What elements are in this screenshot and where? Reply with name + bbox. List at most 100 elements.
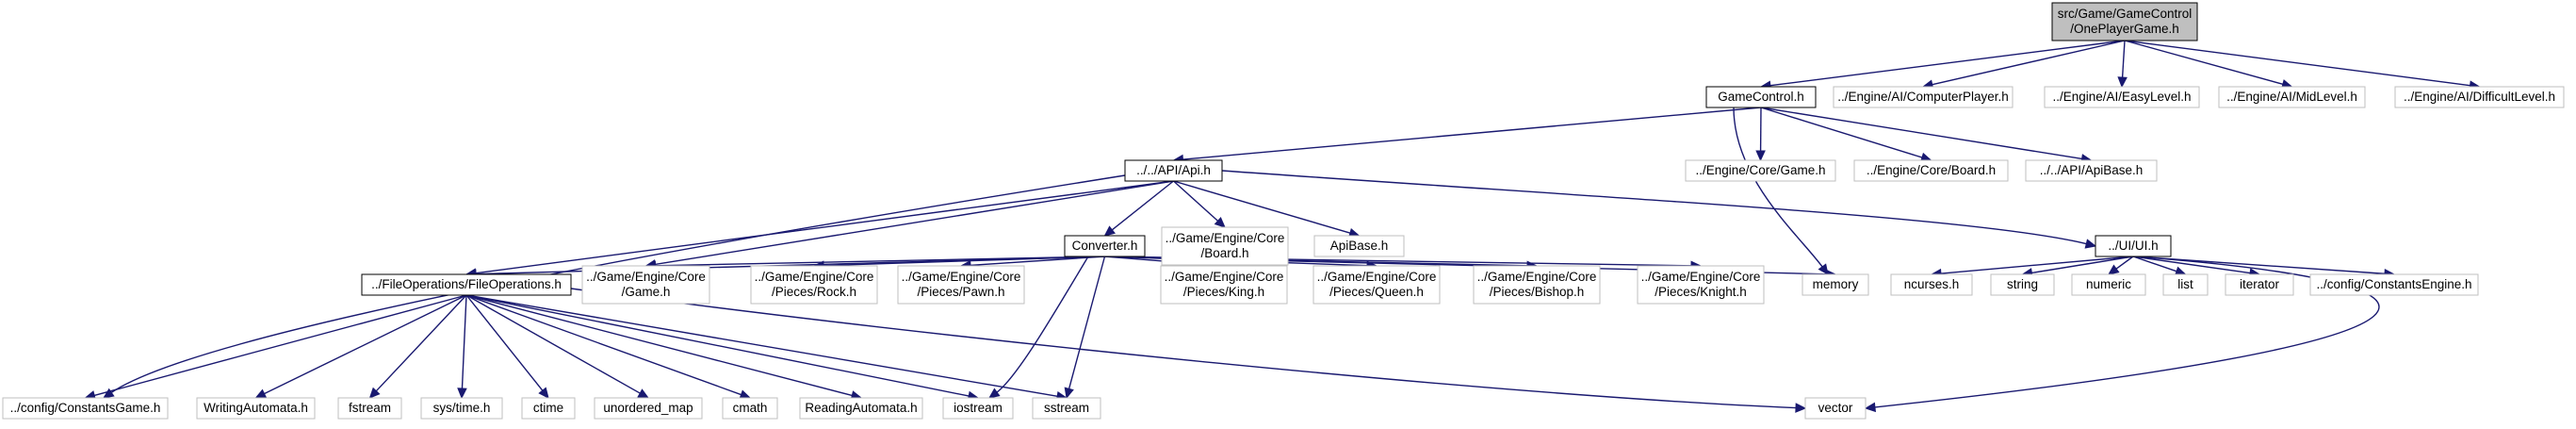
node-difficultlevel-label: ../Engine/AI/DifficultLevel.h — [2404, 90, 2555, 104]
edge-gamecontrol-to-apibaseh1-line — [1760, 107, 2083, 160]
node-cmath-label: cmath — [733, 401, 768, 415]
edge-api-to-gameengineboard-arrowhead — [1214, 217, 1226, 228]
edge-root-to-easylevel-arrowhead — [2117, 76, 2128, 89]
edge-converter-to-rock-line — [822, 256, 1105, 267]
node-apibaseh1-box — [2025, 159, 2158, 182]
node-string-label: string — [2007, 277, 2038, 291]
edge-api-to-gameengineboard-line — [1173, 180, 1219, 223]
node-root: src/Game/GameControl/OnePlayerGame.h — [2051, 2, 2198, 41]
edge-converter-to-pawn-line — [969, 256, 1105, 267]
node-sstream-label: sstream — [1044, 401, 1089, 415]
node-unorderedmap-label: unordered_map — [603, 401, 693, 415]
node-gameenginegame-box — [581, 265, 710, 305]
node-apibaseh1-label: ../../API/ApiBase.h — [2040, 163, 2144, 177]
node-easylevel-label: ../Engine/AI/EasyLevel.h — [2052, 90, 2191, 104]
node-systime: sys/time.h — [420, 397, 503, 420]
node-enginegame-box — [1685, 159, 1836, 182]
node-rock: ../Game/Engine/Core/Pieces/Rock.h — [750, 265, 878, 305]
edge-api-to-uih — [1221, 170, 2097, 249]
edge-root-to-computerplayer-line — [1931, 40, 2126, 86]
node-difficultlevel: ../Engine/AI/DifficultLevel.h — [2394, 86, 2565, 108]
edge-api-to-constantsgame-arrowhead — [102, 388, 115, 399]
node-rock-box — [750, 265, 878, 305]
node-knight-label: ../Game/Engine/Core — [1641, 270, 1761, 284]
node-string-box — [1990, 273, 2055, 296]
edge-gamecontrol-to-enginegame-arrowhead — [1755, 150, 1766, 162]
node-ncurses: ncurses.h — [1890, 273, 1973, 296]
edge-root-to-midlevel-line — [2124, 40, 2285, 86]
node-uih[interactable]: ../UI/UI.h — [2095, 235, 2172, 257]
edge-root-to-difficultlevel-line — [2124, 40, 2471, 87]
node-memory: memory — [1802, 273, 1869, 296]
edge-fileops-to-constantsgame-line — [93, 294, 467, 397]
node-sstream-box — [1032, 397, 1101, 420]
edge-fileops-to-readingautomata-line — [465, 294, 854, 397]
edge-gamecontrol-to-engineboard-line — [1760, 107, 1924, 159]
node-readingautomata: ReadingAutomata.h — [799, 397, 923, 420]
node-easylevel-box — [2044, 86, 2200, 108]
edge-fileops-to-fstream-line — [375, 294, 467, 392]
edge-api-to-gameenginegame-line — [654, 180, 1174, 266]
node-unorderedmap-box — [594, 397, 703, 420]
node-pawn-label: /Pieces/Pawn.h — [917, 285, 1004, 299]
node-cmath: cmath — [722, 397, 778, 420]
node-gamecontrol[interactable]: GameControl.h — [1705, 86, 1817, 108]
node-api-box — [1124, 159, 1223, 182]
node-api-label: ../../API/Api.h — [1136, 163, 1211, 177]
edge-uih-to-string-line — [2030, 256, 2134, 274]
edge-api-to-uih-arrowhead — [2084, 239, 2097, 249]
edge-converter-to-iostream — [988, 256, 1089, 399]
edge-gamecontrol-to-enginegame — [1755, 107, 1766, 162]
node-string: string — [1990, 273, 2055, 296]
edge-fileops-to-vector — [570, 288, 1807, 413]
node-computerplayer-label: ../Engine/AI/ComputerPlayer.h — [1837, 90, 2009, 104]
node-api[interactable]: ../../API/Api.h — [1124, 159, 1223, 182]
edge-fileops-to-sstream — [465, 294, 1068, 402]
node-converter[interactable]: Converter.h — [1064, 235, 1146, 257]
node-fstream: fstream — [337, 397, 402, 420]
node-enginegame-label: ../Engine/Core/Game.h — [1695, 163, 1825, 177]
node-fileops[interactable]: ../FileOperations/FileOperations.h — [361, 273, 572, 296]
node-queen: ../Game/Engine/Core/Pieces/Queen.h — [1312, 265, 1441, 305]
node-iostream-box — [942, 397, 1014, 420]
edge-fileops-to-ctime-line — [465, 294, 544, 392]
edge-gamecontrol-to-memory-line — [1733, 107, 1824, 269]
node-rock-label: ../Game/Engine/Core — [755, 270, 874, 284]
node-fileops-label: ../FileOperations/FileOperations.h — [371, 277, 562, 291]
node-gamecontrol-box — [1705, 86, 1817, 108]
node-bishop-label: /Pieces/Bishop.h — [1490, 285, 1585, 299]
edge-api-to-converter — [1103, 180, 1174, 237]
edge-fileops-to-cmath-line — [465, 294, 742, 396]
edge-fileops-to-sstream-line — [465, 294, 1059, 398]
node-rock-label: /Pieces/Rock.h — [772, 285, 856, 299]
edge-root-to-gamecontrol-line — [1769, 40, 2126, 87]
node-vector: vector — [1804, 397, 1867, 420]
node-gameengineboard-box — [1161, 226, 1289, 266]
node-fstream-box — [337, 397, 402, 420]
node-converter-box — [1064, 235, 1146, 257]
node-root-label: src/Game/GameControl — [2058, 7, 2193, 21]
edge-fileops-to-readingautomata — [465, 294, 863, 401]
edge-api-to-converter-arrowhead — [1103, 225, 1117, 237]
node-writingautomata: WritingAutomata.h — [196, 397, 316, 420]
edge-uih-to-numeric-arrowhead — [2108, 264, 2120, 275]
node-readingautomata-box — [799, 397, 923, 420]
node-engineboard: ../Engine/Core/Board.h — [1853, 159, 2009, 182]
edge-api-to-constantsgame-line — [110, 174, 1126, 394]
node-uih-box — [2095, 235, 2172, 257]
node-constantsengine-label: ../config/ConstantsEngine.h — [2316, 277, 2471, 291]
node-computerplayer: ../Engine/AI/ComputerPlayer.h — [1833, 86, 2014, 108]
node-pawn-label: ../Game/Engine/Core — [902, 270, 1021, 284]
edge-fileops-to-unorderedmap-arrowhead — [637, 388, 650, 399]
node-fileops-box — [361, 273, 572, 296]
node-cmath-box — [722, 397, 778, 420]
edge-uih-to-iterator-line — [2132, 256, 2252, 274]
edge-converter-to-sstream-line — [1068, 256, 1106, 390]
edge-converter-to-sstream — [1064, 256, 1106, 400]
node-ncurses-box — [1890, 273, 1973, 296]
node-sstream: sstream — [1032, 397, 1101, 420]
edge-fileops-to-ctime-arrowhead — [538, 387, 549, 399]
node-gamecontrol-label: GameControl.h — [1718, 90, 1804, 104]
edge-api-to-uih-line — [1221, 170, 2088, 245]
